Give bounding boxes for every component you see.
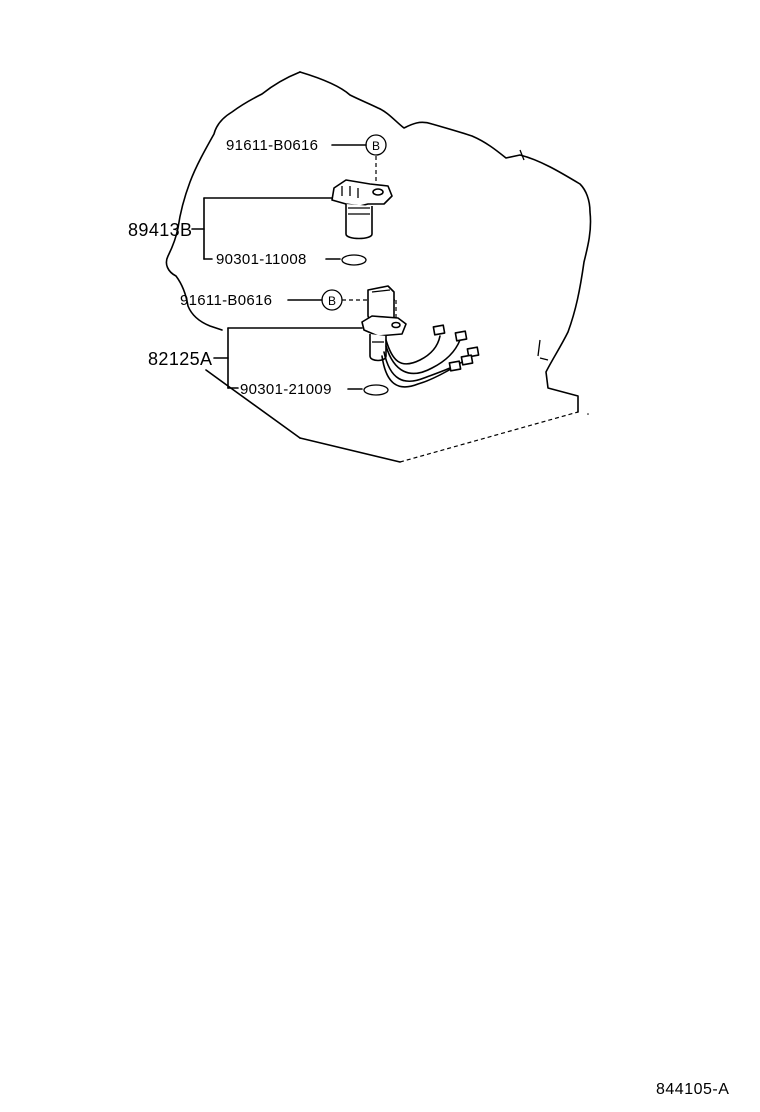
lower-sensor-group: 91611-B0616 B 82125A (148, 285, 480, 398)
crank-sensor-icon (361, 285, 480, 388)
housing-outline (165, 71, 592, 463)
callout-circle (365, 134, 387, 156)
part-number-label: 90301-11008 (216, 251, 307, 268)
assembly-number-label: 82125A (148, 349, 212, 369)
part-number-label: 91611-B0616 (180, 292, 272, 309)
assembly-number-label: 89413B (128, 220, 192, 240)
figure-id: 844105-A (656, 1081, 729, 1098)
callout-letter: B (328, 294, 336, 308)
upper-sensor-group: 91611-B0616 B 89413B 90301-11008 (128, 134, 393, 268)
part-number-label: 91611-B0616 (226, 137, 318, 154)
o-ring-icon (341, 254, 367, 266)
o-ring-icon (363, 384, 389, 396)
callout-letter: B (372, 139, 380, 153)
cam-sensor-icon (331, 179, 393, 240)
part-number-label: 90301-21009 (240, 381, 332, 398)
